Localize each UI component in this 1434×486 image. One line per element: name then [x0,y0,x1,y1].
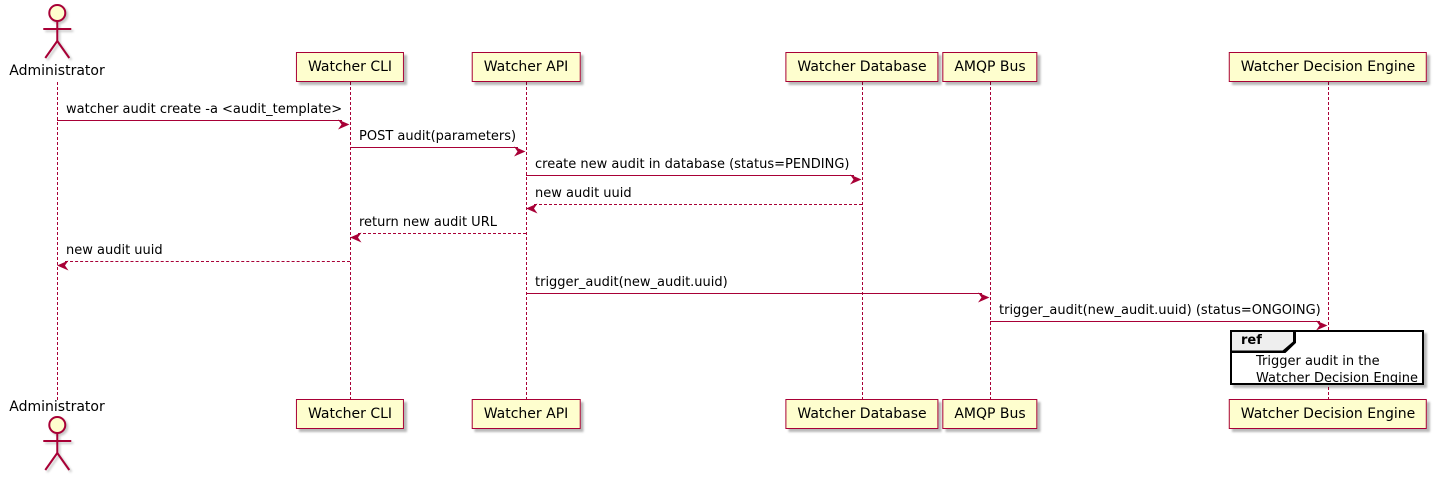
actor-icon [43,416,71,471]
message-line-1 [57,120,342,121]
lifeline-watcher-database [862,82,863,400]
message-label-6: new audit uuid [66,243,163,258]
message-line-8 [990,321,1320,322]
participant-label: Watcher CLI [307,406,393,422]
message-label-8: trigger_audit(new_audit.uuid) (status=ON… [999,303,1321,318]
arrowhead-8 [1316,316,1328,335]
participant-amqp-bus-top: AMQP Bus [942,52,1038,82]
actor-administrator-bottom: Administrator [9,399,105,475]
participant-label: Watcher Decision Engine [1240,59,1416,75]
lifeline-amqp-bus [990,82,991,400]
lifeline-watcher-cli [350,82,351,400]
message-line-4 [534,204,862,205]
message-line-6 [65,261,350,262]
participant-label: Watcher Database [797,406,927,422]
ref-text: Trigger audit in the Watcher Decision En… [1256,353,1418,387]
lifeline-watcher-api [526,82,527,400]
participant-watcher-decision-engine-bottom: Watcher Decision Engine [1228,399,1428,429]
actor-icon [43,4,71,59]
arrowhead-6 [57,256,69,275]
participant-label: Watcher API [483,59,569,75]
message-label-3: create new audit in database (status=PEN… [535,157,850,172]
message-label-7: trigger_audit(new_audit.uuid) [535,275,728,290]
participant-watcher-cli-bottom: Watcher CLI [295,399,405,429]
participant-watcher-cli-top: Watcher CLI [295,52,405,82]
actor-administrator-top: Administrator [9,3,105,79]
ref-keyword: ref [1232,332,1293,351]
actor-label: Administrator [9,63,105,79]
arrowhead-1 [338,115,350,134]
arrowhead-5 [350,228,362,247]
participant-label: Watcher API [483,406,569,422]
arrowhead-4 [526,199,538,218]
ref-fragment: ref Trigger audit in the Watcher Decisio… [1230,330,1424,387]
arrowhead-2 [514,142,526,161]
ref-tab: ref [1230,330,1296,353]
participant-label: Watcher Decision Engine [1240,406,1416,422]
participant-label: AMQP Bus [954,406,1026,422]
participant-amqp-bus-bottom: AMQP Bus [942,399,1038,429]
participant-label: AMQP Bus [954,59,1026,75]
message-line-2 [350,147,518,148]
participant-watcher-database-top: Watcher Database [785,52,939,82]
lifeline-administrator [57,82,58,400]
arrowhead-3 [850,170,862,189]
message-line-7 [526,293,982,294]
participant-watcher-api-bottom: Watcher API [471,399,581,429]
message-label-1: watcher audit create -a <audit_template> [66,102,343,117]
actor-label: Administrator [9,399,105,415]
message-line-3 [526,175,854,176]
ref-text-line: Watcher Decision Engine [1256,371,1418,386]
message-line-5 [358,233,526,234]
participant-watcher-api-top: Watcher API [471,52,581,82]
ref-text-line: Trigger audit in the [1256,354,1380,369]
message-label-5: return new audit URL [359,215,497,230]
participant-label: Watcher CLI [307,59,393,75]
lifeline-watcher-decision-engine [1328,82,1329,400]
message-label-4: new audit uuid [535,186,632,201]
arrowhead-7 [978,288,990,307]
participant-watcher-decision-engine-top: Watcher Decision Engine [1228,52,1428,82]
message-label-2: POST audit(parameters) [359,129,517,144]
participant-label: Watcher Database [797,59,927,75]
participant-watcher-database-bottom: Watcher Database [785,399,939,429]
